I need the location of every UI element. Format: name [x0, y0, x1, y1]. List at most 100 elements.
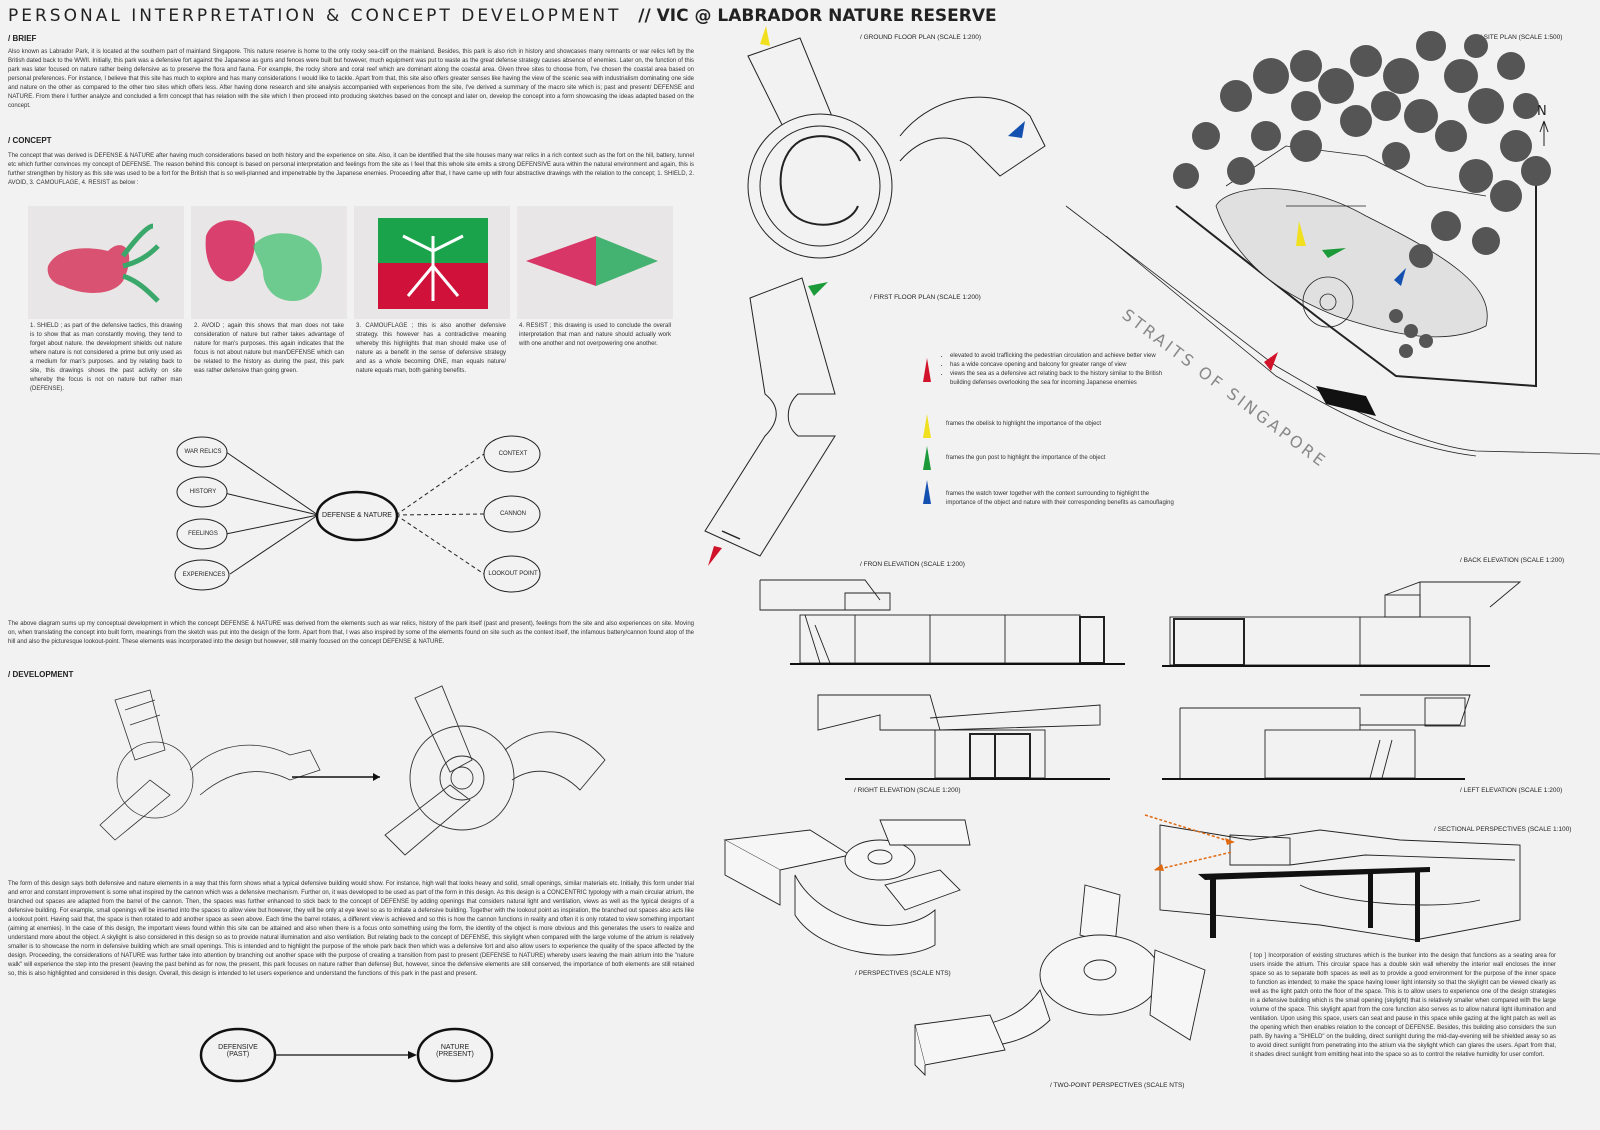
right-elevation-label: / RIGHT ELEVATION (SCALE 1:200): [854, 787, 961, 794]
back-elevation: [1162, 581, 1522, 667]
site-plan-label: / SITE PLAN (SCALE 1:500): [1480, 34, 1563, 41]
mindmap-center-node: [315, 490, 399, 542]
sketch1-barrel-a: [114, 689, 166, 761]
site-red-marker: [1264, 352, 1278, 371]
ground-walk: [899, 96, 1046, 177]
mindmap-solid-lines: [219, 451, 319, 575]
site-skylight: [1319, 293, 1337, 311]
ground-floor-label: / GROUND FLOOR PLAN (SCALE 1:200): [860, 34, 982, 41]
node-label-cannon: CANNON: [499, 511, 526, 517]
avoid-red-shape: [205, 220, 255, 282]
shield-green-leaves: [121, 223, 160, 303]
site-road-inner: [1105, 235, 1477, 457]
site-blue-marker: [1394, 268, 1406, 286]
two-point-perspective: [914, 884, 1206, 1077]
mindmap-node-lookout-point: [483, 555, 541, 593]
site-plan: [1065, 31, 1600, 457]
mindmap-node-experiences: [174, 559, 230, 591]
ground-blue-marker: [1008, 121, 1025, 138]
mindmap-node-feelings: [176, 518, 228, 550]
transition-diagram: [199, 1027, 494, 1083]
transition-arrowhead: [408, 1051, 417, 1059]
development-heading: / DEVELOPMENT: [8, 670, 74, 679]
defensive-label: DEFENSIVE (PAST): [218, 1044, 258, 1058]
sketch1-barrel-b: [99, 779, 171, 841]
node-label-experiences: EXPERIENCES: [182, 572, 226, 578]
summary-text: The above diagram sums up my conceptual …: [8, 621, 694, 645]
site-parking: [1316, 386, 1376, 416]
sketch2-nature-walk: [504, 731, 606, 791]
ground-outer-circle: [747, 113, 893, 259]
site-yellow-marker: [1296, 221, 1306, 246]
site-green-marker: [1322, 248, 1346, 258]
ground-floor-plan: [747, 26, 1046, 259]
legend-red-item-3: views the sea as a defensive act relatin…: [950, 370, 1178, 388]
sectional-text: [ top ] Incorporation of existing struct…: [1250, 953, 1556, 1058]
drawing-caption-2: 2. AVOID ; again this shows that man doe…: [194, 323, 344, 374]
mindmap-dashed-lines: [395, 453, 485, 575]
brief-heading: / BRIEF: [8, 34, 37, 43]
legend-red-list: elevated to avoid trafficking the pedest…: [940, 352, 1178, 388]
sectional-label: / SECTIONAL PERSPECTIVES (SCALE 1:100): [1434, 826, 1572, 833]
drawing-caption-4: 4. RESIST ; this drawing is used to conc…: [519, 323, 671, 347]
first-floor-label: / FIRST FLOOR PLAN (SCALE 1:200): [870, 294, 981, 301]
legend-red-item-2: has a wide concave opening and balcony f…: [950, 361, 1178, 370]
legend-blue-text: frames the watch tower together with the…: [946, 491, 1174, 506]
ground-atrium-wall: [779, 135, 861, 226]
development-arrowhead: [373, 773, 380, 781]
drawing-caption-3: 3. CAMOUFLAGE ; this is also another def…: [356, 323, 506, 374]
node-label-war-relics: WAR RELICS: [184, 449, 222, 455]
north-arrow-icon: [1539, 120, 1549, 146]
first-floor-outline: [704, 277, 836, 557]
development-sketches: [99, 685, 606, 856]
back-elevation-label: / BACK ELEVATION (SCALE 1:200): [1460, 557, 1565, 564]
shield-red-shape: [47, 245, 130, 293]
sketch2-barrel-top: [414, 685, 473, 773]
mindmap-node-cannon: [483, 495, 541, 533]
ground-inner-circle: [759, 125, 881, 247]
concept-heading: / CONCEPT: [8, 136, 52, 145]
camouflage-tree-lines: [402, 234, 464, 301]
front-elevation: [759, 579, 1125, 665]
legend-blue-marker: [923, 480, 931, 504]
mindmap-node-war-relics: [176, 436, 228, 468]
legend-red-marker: [923, 358, 931, 382]
legend-green-marker: [923, 446, 931, 470]
abstract-drawings: [28, 206, 673, 319]
concept-mindmap: [174, 435, 541, 593]
node-label-feelings: FEELINGS: [188, 531, 218, 537]
node-label-lookout-point: LOOKOUT POINT: [488, 571, 538, 577]
sun-path-arrows: [1144, 814, 1233, 871]
node-label-context: CONTEXT: [498, 451, 528, 457]
avoid-green-shape: [253, 233, 322, 301]
site-path: [1225, 145, 1487, 207]
drawing-caption-1: 1. SHIELD ; as part of the defensive tac…: [30, 323, 182, 392]
development-text: The form of this design says both defens…: [8, 881, 694, 977]
left-elevation-label: / LEFT ELEVATION (SCALE 1:200): [1460, 787, 1563, 794]
sketch1-walk: [189, 744, 321, 796]
nature-label: NATURE (PRESENT): [436, 1044, 474, 1058]
first-red-marker: [708, 546, 722, 566]
mindmap-node-history: [176, 476, 228, 508]
sketch2-mid-circle: [439, 755, 485, 801]
sun-arrowhead-b: [1154, 864, 1164, 871]
nature-ellipse: [416, 1027, 494, 1083]
sectional-perspective: [1144, 814, 1521, 942]
defensive-ellipse: [199, 1027, 277, 1083]
node-label-center: DEFENSE & NATURE: [322, 512, 392, 519]
north-label: N: [1537, 104, 1547, 119]
legend-red-item-1: elevated to avoid trafficking the pedest…: [950, 352, 1178, 361]
legend-markers: [923, 358, 931, 504]
legend-green-text: frames the gun post to highlight the imp…: [946, 455, 1106, 461]
legend-yellow-text: frames the obelisk to highlight the impo…: [946, 421, 1102, 427]
right-elevation: [817, 694, 1110, 780]
legend-yellow-marker: [923, 414, 931, 438]
first-green-marker: [808, 282, 828, 296]
sketch1-circle: [116, 741, 194, 819]
perspective-drawing: [723, 819, 971, 956]
mindmap-node-context: [483, 435, 541, 473]
brief-text: Also known as Labrador Park, it is locat…: [8, 49, 694, 109]
page-title: PERSONAL INTERPRETATION & CONCEPT DEVELO…: [8, 6, 997, 26]
left-elevation: [1162, 694, 1471, 780]
sectional-roof-slab: [1198, 867, 1430, 880]
